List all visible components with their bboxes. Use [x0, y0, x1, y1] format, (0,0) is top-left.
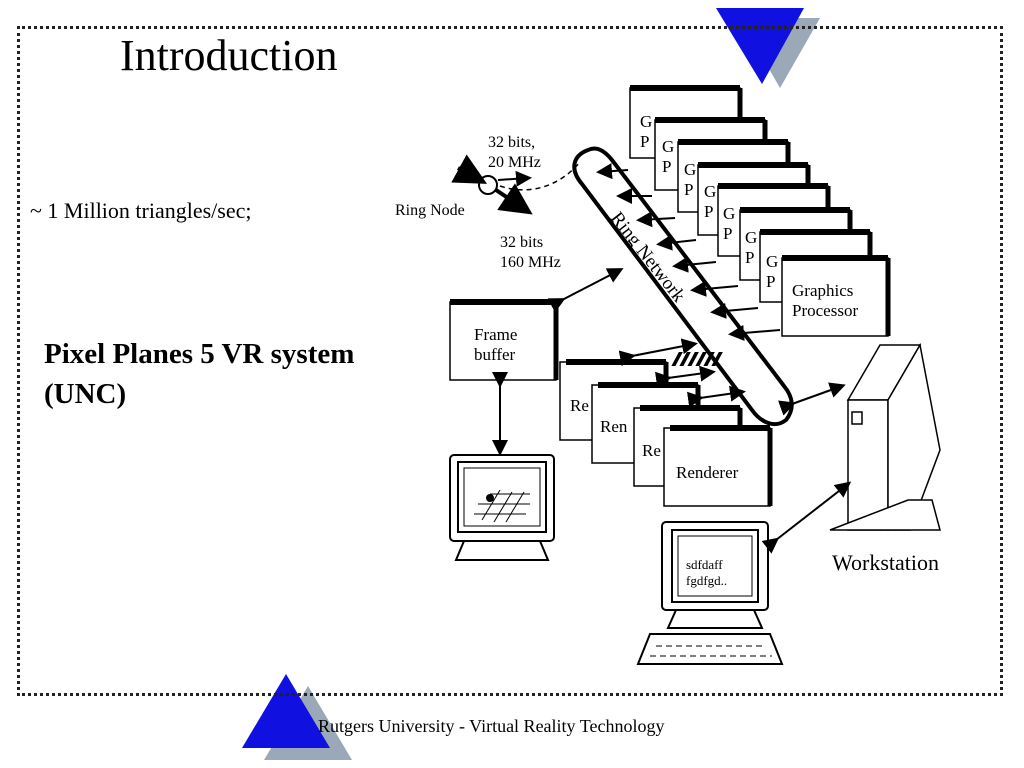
gp-label-line1: Graphics	[792, 281, 853, 300]
keyboard-icon	[636, 633, 784, 665]
renderer-stub: Re	[570, 396, 589, 415]
slide-title: Introduction	[120, 31, 338, 80]
graphics-processor-stack: G P G P G P G P G P	[629, 85, 891, 337]
screen-text-line2: fgdfgd..	[686, 573, 727, 588]
footer-text: Rutgers University - Virtual Reality Tec…	[318, 716, 665, 736]
system-name-line1: Pixel Planes 5 VR system	[44, 338, 355, 370]
gp-stub-p: P	[684, 180, 693, 199]
gp-stub-g: G	[723, 204, 735, 223]
frame-buffer-line1: Frame	[474, 325, 517, 344]
gp-stub-p: P	[640, 132, 649, 151]
workstation-tower-icon	[671, 342, 941, 531]
gp-ring-links	[596, 163, 781, 341]
gp-stub-g: G	[684, 160, 696, 179]
pixel-planes-diagram: G P G P G P G P G P	[395, 85, 941, 665]
link-bottom-line1: 32 bits	[500, 234, 543, 251]
gp-stub-g: G	[745, 228, 757, 247]
screen-text-line1: sdfdaff	[686, 557, 723, 572]
system-name-line2: (UNC)	[44, 378, 127, 410]
frame-buffer-line2: buffer	[474, 345, 516, 364]
gp-stub-g: G	[662, 137, 674, 156]
gp-stub-g: G	[704, 182, 716, 201]
gp-stub-p: P	[704, 202, 713, 221]
graphics-processor: Graphics Processor	[781, 255, 891, 337]
system-name: Pixel Planes 5 VR system (UNC)	[44, 334, 354, 414]
workstation-label: Workstation	[832, 550, 939, 575]
link-bottom-line2: 160 MHz	[500, 254, 561, 271]
gp-stub-g: G	[640, 112, 652, 131]
gp-stub-p: P	[766, 272, 775, 291]
frame-buffer-monitor-icon	[449, 454, 555, 561]
slide-border	[17, 26, 1003, 696]
workstation-monitor-icon: sdfdaff fgdfgd.. Workstation	[636, 481, 939, 665]
renderer-label: Renderer	[676, 463, 739, 482]
gp-stub-p: P	[745, 248, 754, 267]
ring-node-label: Ring Node	[395, 202, 465, 219]
gp-stub-g: G	[766, 252, 778, 271]
gp-label-line2: Processor	[792, 301, 858, 320]
ring-node: Ring Node 32 bits, 20 MHz 32 bits 160 MH…	[395, 134, 581, 271]
renderer-stack: Re Ren Re Renderer	[559, 338, 773, 507]
renderer-stub: Re	[642, 441, 661, 460]
frame-buffer: Frame buffer	[449, 268, 624, 456]
renderer-stub: Ren	[600, 417, 628, 436]
bullet-text: ~ 1 Million triangles/sec;	[30, 198, 252, 223]
bottom-triangle	[242, 674, 330, 748]
gp-stub-p: P	[723, 224, 732, 243]
renderer: Renderer	[663, 425, 773, 507]
link-top-line1: 32 bits,	[488, 134, 535, 151]
gp-stub-p: P	[662, 157, 671, 176]
link-top-line2: 20 MHz	[488, 154, 541, 171]
